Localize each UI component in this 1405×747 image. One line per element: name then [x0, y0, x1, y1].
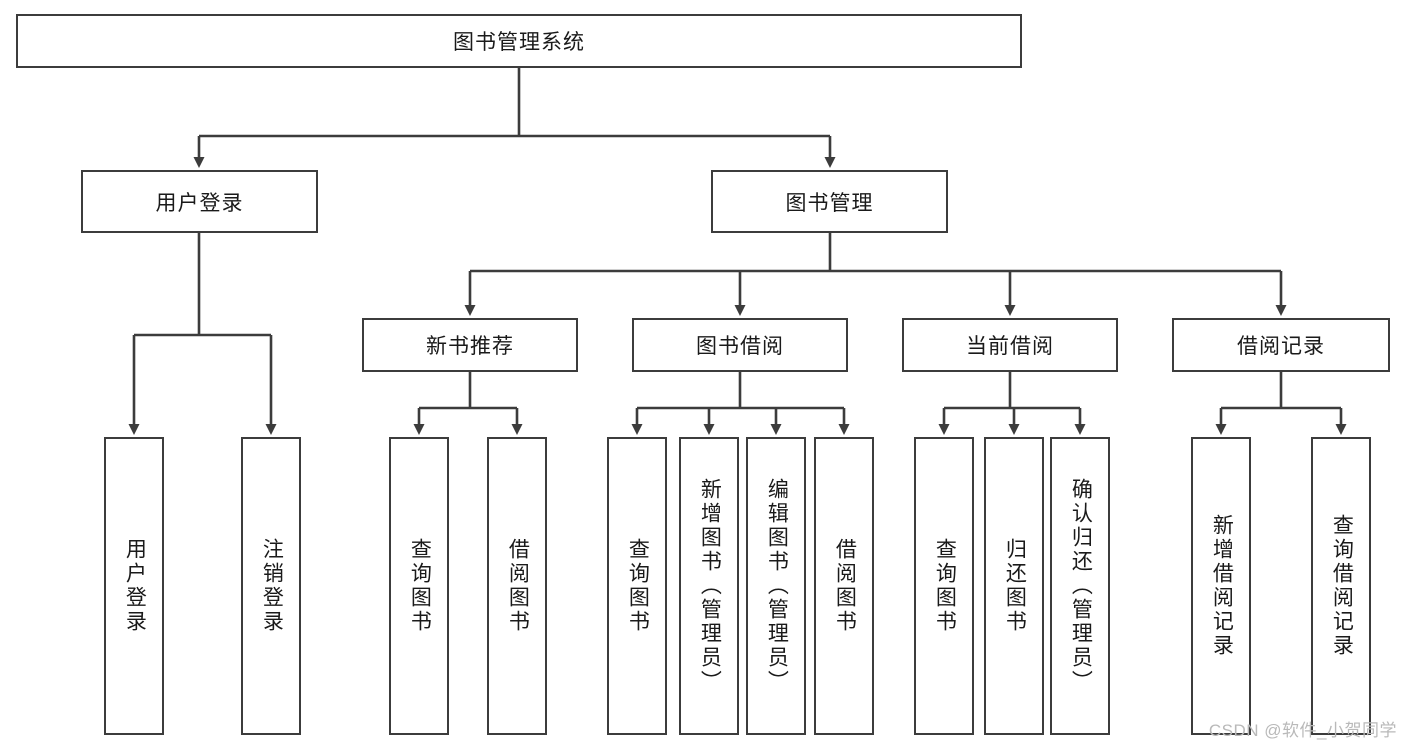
node-label: 查询图书: [626, 538, 650, 634]
node-edit-book-admin[interactable]: 编辑图书（管理员）: [746, 437, 806, 735]
node-label: 查询图书: [933, 538, 957, 634]
node-user-login[interactable]: 用户登录: [81, 170, 318, 233]
node-label: 新增借阅记录: [1210, 514, 1234, 658]
node-label: 当前借阅: [966, 335, 1054, 358]
node-label: 图书管理: [785, 191, 874, 215]
node-add-book-admin[interactable]: 新增图书（管理员）: [679, 437, 739, 735]
node-new-book-recommend[interactable]: 新书推荐: [362, 318, 578, 372]
node-borrow-book-1[interactable]: 借阅图书: [487, 437, 547, 735]
node-label: 编辑图书（管理员）: [765, 478, 789, 694]
node-label: 借阅图书: [833, 538, 857, 634]
node-query-book-3[interactable]: 查询图书: [914, 437, 974, 735]
node-label: 查询图书: [408, 538, 432, 634]
node-label: 新书推荐: [426, 335, 514, 358]
node-return-book[interactable]: 归还图书: [984, 437, 1044, 735]
node-book-borrow[interactable]: 图书借阅: [632, 318, 848, 372]
node-label: 注销登录: [260, 538, 284, 634]
node-label: 图书借阅: [696, 335, 784, 358]
node-label: 借阅记录: [1237, 335, 1325, 358]
node-current-borrow[interactable]: 当前借阅: [902, 318, 1118, 372]
watermark-text: CSDN @软件_小贺同学: [1208, 721, 1397, 740]
node-label: 用户登录: [155, 191, 244, 215]
node-book-management[interactable]: 图书管理: [711, 170, 948, 233]
node-user-login-leaf[interactable]: 用户登录: [104, 437, 164, 735]
node-label: 确认归还（管理员）: [1069, 478, 1093, 694]
node-query-book-2[interactable]: 查询图书: [607, 437, 667, 735]
node-confirm-return-admin[interactable]: 确认归还（管理员）: [1050, 437, 1110, 735]
node-label: 借阅图书: [506, 538, 530, 634]
node-borrow-book-2[interactable]: 借阅图书: [814, 437, 874, 735]
node-borrow-record[interactable]: 借阅记录: [1172, 318, 1390, 372]
node-query-book-1[interactable]: 查询图书: [389, 437, 449, 735]
node-label: 新增图书（管理员）: [698, 478, 722, 694]
node-query-borrow-record[interactable]: 查询借阅记录: [1311, 437, 1371, 735]
node-label: 用户登录: [123, 538, 147, 634]
node-root-system[interactable]: 图书管理系统: [16, 14, 1022, 68]
node-add-borrow-record[interactable]: 新增借阅记录: [1191, 437, 1251, 735]
node-label: 图书管理系统: [453, 31, 585, 54]
node-label: 归还图书: [1003, 538, 1027, 634]
node-label: 查询借阅记录: [1330, 514, 1354, 658]
node-user-logout-leaf[interactable]: 注销登录: [241, 437, 301, 735]
